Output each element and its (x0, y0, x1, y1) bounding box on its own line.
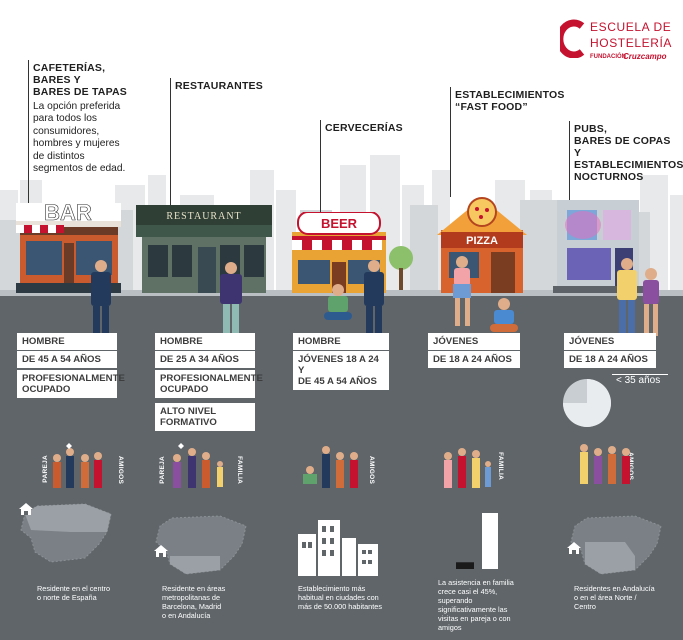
note-text: Establecimiento más habitual en ciudades… (298, 584, 382, 611)
pie-leader-line (612, 374, 668, 375)
group-people-icon (444, 448, 491, 488)
sitting-woman-icon (490, 298, 518, 332)
bar-storefront: BAR (16, 203, 121, 293)
pole (28, 60, 29, 220)
note-text: La asistencia en familia crece casi el 4… (438, 578, 514, 632)
companion-right-label: AMIGOS (117, 456, 124, 485)
group-people-icon (173, 443, 223, 488)
man-suit-icon (364, 260, 384, 342)
tree-icon (389, 246, 413, 290)
restaurant-sign: RESTAURANT (166, 211, 241, 222)
pizza-sign: PIZZA (466, 235, 498, 247)
category-title-fastfood: ESTABLECIMIENTOS “FAST FOOD” (455, 89, 565, 113)
profile-tag: JÓVENES (564, 333, 656, 350)
category-title-pubs: PUBS, BARES DE COPAS Y ESTABLECIMIENTOS … (574, 123, 683, 183)
logo-line2: HOSTELERÍA (590, 36, 673, 50)
profile-tag: DE 25 A 34 AÑOS (155, 351, 255, 368)
bar-after (482, 513, 498, 569)
spain-map-icon (155, 515, 247, 575)
city-buildings-icon (298, 520, 378, 576)
group-people-icon (303, 446, 358, 488)
logo: ESCUELA DE HOSTELERÍA FUNDACIÓN Cruzcamp… (560, 18, 675, 68)
logo-sub: FUNDACIÓN (590, 54, 626, 60)
spain-map-icon (20, 503, 112, 563)
bar-sign: BAR (44, 203, 92, 225)
group-people-icon (580, 444, 630, 484)
group-people-icon (53, 443, 102, 488)
sitting-man-icon (324, 284, 352, 320)
note-text: Residente en el centro o norte de España (37, 584, 111, 602)
pole (170, 78, 171, 208)
companion-right-label: AMIGOS (627, 452, 634, 481)
pole (320, 120, 321, 215)
companion-right-label: AMIGOS (368, 456, 375, 485)
spain-map-icon (570, 515, 662, 575)
restaurant-storefront: RESTAURANT (136, 205, 272, 293)
man-suit-icon (91, 260, 111, 342)
logo-c-icon (560, 19, 585, 58)
profile-tag: DE 18 A 24 AÑOS (564, 351, 656, 368)
young-man-icon (617, 258, 637, 336)
pole (569, 121, 570, 201)
age-pie-chart (563, 379, 611, 427)
profile-tag: PROFESIONALMENTE OCUPADO (155, 370, 263, 398)
woman-walking-icon (453, 256, 471, 326)
companion-left-label: PAREJA (42, 455, 49, 483)
pole (450, 87, 451, 197)
companion-right-label: FAMILIA (497, 452, 504, 481)
house-icon (567, 542, 581, 554)
family-growth-bars (456, 513, 498, 569)
profile-tag: DE 18 A 24 AÑOS (428, 351, 520, 368)
profile-tag: JÓVENES 18 A 24 Y DE 45 A 54 AÑOS (293, 351, 389, 390)
note-text: Residentes en Andalucía o en el área Nor… (574, 584, 655, 611)
category-title-restaurantes: RESTAURANTES (175, 80, 263, 92)
profile-tag: HOMBRE (293, 333, 389, 350)
beer-storefront: BEER (292, 212, 386, 293)
note-text: Residente en áreas metropolitanas de Bar… (162, 584, 226, 620)
pie-label: < 35 años (616, 375, 661, 386)
profile-tag: HOMBRE (17, 333, 117, 350)
category-title-cafeterias: CAFETERÍAS, BARES Y BARES DE TAPAS (33, 62, 128, 98)
young-woman-icon (643, 268, 659, 336)
man-casual-icon (220, 262, 242, 342)
bar-before (456, 562, 474, 569)
pie-slice (563, 379, 611, 427)
logo-line1: ESCUELA DE (590, 20, 672, 34)
profile-tag: PROFESIONALMENTE OCUPADO (17, 370, 125, 398)
profile-tag: HOMBRE (155, 333, 255, 350)
profile-tag: JÓVENES (428, 333, 520, 350)
profile-tag: DE 45 A 54 AÑOS (17, 351, 117, 368)
companion-right-label: FAMILIA (236, 456, 243, 485)
house-icon (154, 545, 168, 557)
category-title-cervecerias: CERVECERÍAS (325, 122, 403, 134)
companion-left-label: PAREJA (159, 456, 166, 484)
category-desc-cafeterias: La opción preferida para todos los consu… (33, 101, 126, 175)
house-icon (19, 503, 33, 515)
logo-brand: Cruzcampo (623, 52, 667, 61)
beer-sign: BEER (321, 216, 358, 231)
profile-tag: ALTO NIVEL FORMATIVO (155, 403, 255, 431)
